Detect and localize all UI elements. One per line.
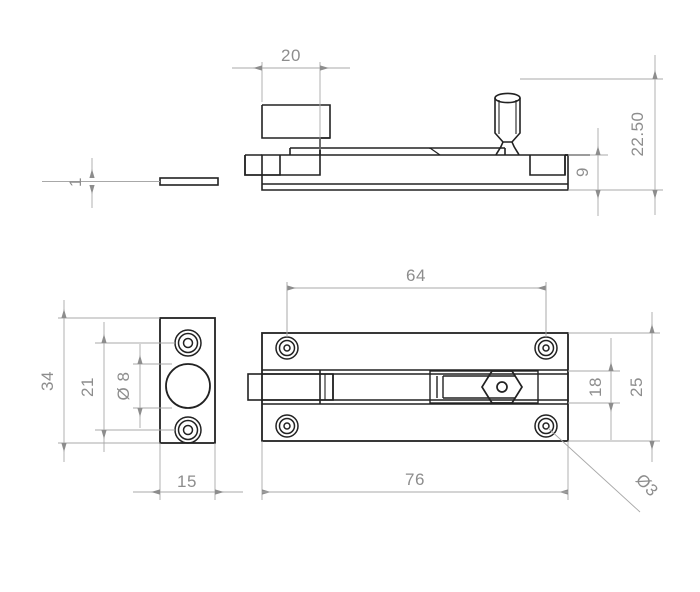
dim-20: 20	[281, 46, 301, 65]
dimension-annotations	[42, 55, 663, 513]
knob-handle-elevation	[494, 92, 521, 156]
dim-9: 9	[573, 167, 592, 177]
dim-25: 25	[627, 377, 646, 397]
dim-64: 64	[406, 266, 426, 285]
dim-1: 1	[66, 177, 85, 187]
dim-15: 15	[177, 472, 197, 491]
bolt-plan-view	[261, 332, 569, 442]
dim-34: 34	[38, 371, 57, 391]
dim-21: 21	[78, 377, 97, 397]
dim-22-50: 22.50	[628, 111, 647, 156]
dimension-labels: 20 22.50 9 1 34 21 Ø 8 15 64 18 25 76 Ø3	[38, 46, 662, 500]
dim-18: 18	[586, 377, 605, 397]
dim-76: 76	[405, 470, 425, 489]
sliding-bolt-rod	[247, 370, 334, 404]
hex-knob-plan	[480, 370, 524, 404]
bolt-mounting-holes	[275, 336, 558, 438]
dim-dia8: Ø 8	[114, 372, 133, 401]
bolt-slider-block	[429, 370, 539, 404]
